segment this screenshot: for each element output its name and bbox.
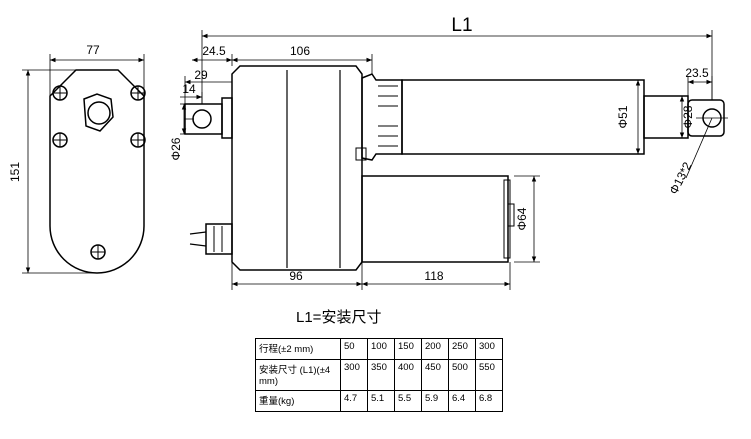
motor-body: [361, 175, 509, 263]
cable-gland: [205, 223, 233, 255]
table-cell: 5.1: [367, 390, 395, 412]
table-cell: 50: [340, 338, 368, 360]
hex-nut: [83, 93, 114, 132]
rear-boss: [221, 97, 233, 139]
bolt-mid-right: [130, 132, 146, 148]
dim-77: [49, 54, 145, 96]
dim-96-label: 96: [289, 269, 303, 283]
dim-14-label: 14: [182, 82, 196, 96]
table-cell: 5.5: [394, 390, 422, 412]
table-row: 行程(±2 mm) 50 100 150 200 250 300: [255, 338, 503, 360]
dim-d26-label: Φ26: [169, 137, 183, 160]
table-cell: 350: [367, 359, 395, 391]
table-cell: 300: [475, 338, 503, 360]
end-view-outline: [49, 69, 145, 274]
table-cell: 4.7: [340, 390, 368, 412]
table-row: 重量(kg) 4.7 5.1 5.5 5.9 6.4 6.8: [255, 390, 503, 412]
dim-29: [184, 76, 232, 104]
gearbox-housing: [231, 65, 363, 271]
dim-d26: [180, 103, 187, 135]
dim-d64: [514, 175, 540, 263]
table-cell: 250: [448, 338, 476, 360]
side-view: [184, 65, 728, 271]
bolt-mid-left: [52, 132, 68, 148]
table-cell: 500: [448, 359, 476, 391]
end-view: [49, 69, 146, 274]
dim-23-5-label: 23.5: [685, 66, 709, 80]
rear-clevis-hole: [192, 109, 212, 129]
dim-24-5-label: 24.5: [202, 44, 226, 58]
table-cell: 400: [394, 359, 422, 391]
dim-d28-label: Φ28: [681, 105, 695, 128]
dim-l1-label: L1: [451, 15, 472, 36]
table-cell: 300: [340, 359, 368, 391]
table-cell: 6.8: [475, 390, 503, 412]
dim-118: [362, 262, 511, 290]
dim-151: [22, 69, 96, 274]
table-cell: 6.4: [448, 390, 476, 412]
dim-d13-label: Φ13*2: [666, 159, 694, 196]
table-row-label: 安装尺寸 (L1)(±4 mm): [255, 359, 341, 391]
table-row: 安装尺寸 (L1)(±4 mm) 300 350 400 450 500 550: [255, 359, 503, 391]
table-cell: 150: [394, 338, 422, 360]
spec-table: 行程(±2 mm) 50 100 150 200 250 300 安装尺寸 (L…: [255, 338, 503, 412]
dim-d64-label: Φ64: [515, 207, 529, 230]
dim-29-label: 29: [194, 68, 208, 82]
dim-77-label: 77: [86, 43, 100, 57]
dim-d51-label: Φ51: [616, 105, 630, 128]
front-flange: [361, 73, 403, 161]
dim-151-label: 151: [8, 162, 22, 182]
shaft-bore: [87, 101, 111, 125]
l1-legend: L1=安装尺寸: [296, 309, 382, 326]
outer-tube: [401, 79, 645, 155]
dim-d13: [685, 117, 713, 179]
table-cell: 450: [421, 359, 449, 391]
table-cell: 5.9: [421, 390, 449, 412]
table-row-label: 行程(±2 mm): [255, 338, 341, 360]
bolt-top-left: [52, 85, 68, 101]
dim-118-label: 118: [424, 269, 443, 283]
dim-106: [232, 54, 373, 74]
dim-106-label: 106: [290, 44, 310, 58]
dim-23-5: [687, 76, 713, 100]
bolt-bottom: [90, 244, 106, 260]
table-cell: 100: [367, 338, 395, 360]
bolt-top-right: [130, 85, 146, 101]
table-cell: 200: [421, 338, 449, 360]
dim-14: [180, 92, 203, 104]
table-cell: 550: [475, 359, 503, 391]
dim-l1: [201, 30, 713, 104]
table-row-label: 重量(kg): [255, 390, 341, 412]
